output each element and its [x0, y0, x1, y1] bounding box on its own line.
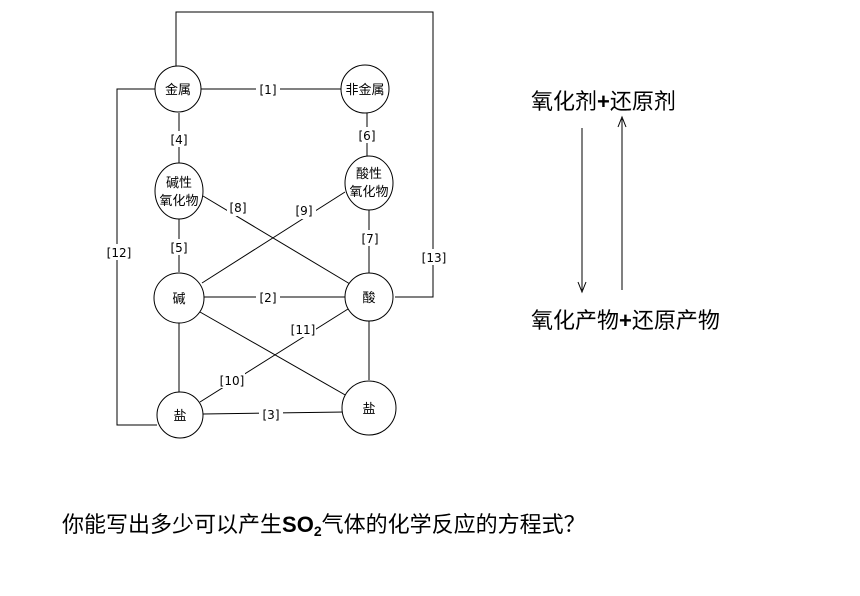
- edge-label-3: [3]: [263, 408, 280, 422]
- edge-label-7: [7]: [362, 232, 379, 246]
- node-acid: 酸: [344, 272, 394, 322]
- node-salt-left-label: 盐: [173, 409, 186, 424]
- node-basic-oxide: 碱性 氧化物: [154, 162, 204, 220]
- plus-sign: +: [619, 308, 632, 333]
- node-acidic-oxide: 酸性 氧化物: [344, 155, 394, 211]
- edge-label-4: [4]: [171, 133, 188, 147]
- oxidant-label: 氧化剂: [531, 90, 598, 115]
- node-basic-oxide-label-line2: 氧化物: [159, 194, 198, 209]
- node-base: 碱: [153, 272, 205, 324]
- edge-label-5: [5]: [171, 241, 188, 255]
- node-salt-left: 盐: [156, 391, 204, 439]
- node-basic-oxide-label-line1: 碱性: [166, 176, 192, 191]
- edge-9-line: [201, 191, 346, 284]
- edge-10-11-line: [199, 308, 349, 403]
- node-acidic-oxide-label-line1: 酸性: [356, 167, 382, 182]
- reduction-product-label: 还原产物: [631, 309, 720, 334]
- edge-13-line: [175, 11, 434, 298]
- reductant-label: 还原剂: [609, 90, 676, 115]
- node-acid-label: 酸: [362, 291, 375, 306]
- node-nonmetal-label: 非金属: [345, 82, 384, 98]
- node-salt-right-label: 盐: [362, 402, 375, 417]
- plus-sign: +: [597, 89, 610, 114]
- redox-products: 氧化产物+还原产物: [531, 303, 720, 335]
- edge-8-line: [202, 195, 351, 285]
- node-metal: 金属: [154, 65, 202, 113]
- question-after: 气体的化学反应的方程式？: [321, 513, 586, 538]
- formula-main: SO: [282, 512, 314, 537]
- arrow-up-icon: [617, 115, 627, 128]
- edge-label-13: [13]: [422, 251, 447, 265]
- edge-label-1: [1]: [260, 83, 277, 97]
- edge-label-10: [10]: [220, 374, 245, 388]
- edge-base-salt-line: [199, 311, 355, 401]
- node-metal-label: 金属: [165, 82, 191, 98]
- node-acidic-oxide-label-line2: 氧化物: [349, 185, 388, 200]
- node-nonmetal: 非金属: [340, 64, 390, 114]
- oxidation-product-label: 氧化产物: [531, 309, 620, 334]
- edge-label-12: [12]: [107, 246, 132, 260]
- arrow-down-icon: [577, 281, 587, 294]
- redox-arrows: [577, 115, 627, 294]
- edge-label-9: [9]: [296, 204, 313, 218]
- question-text: 你能写出多少可以产生SO2气体的化学反应的方程式？: [62, 507, 586, 539]
- edge-label-11: [11]: [291, 323, 316, 337]
- so2-formula: SO2: [282, 512, 322, 539]
- node-base-label: 碱: [172, 292, 185, 307]
- question-before: 你能写出多少可以产生: [62, 513, 283, 538]
- node-salt-right: 盐: [341, 380, 397, 436]
- edge-labels: [1] [4] [6] [8] [9] [5] [7] [12] [13] [2…: [106, 81, 447, 422]
- edge-label-8: [8]: [230, 201, 247, 215]
- formula-subscript: 2: [313, 523, 322, 539]
- edge-label-2: [2]: [260, 291, 277, 305]
- nodes: 金属 非金属 碱性 氧化物 酸性 氧化物 碱 酸 盐: [153, 64, 397, 439]
- edge-label-6: [6]: [359, 129, 376, 143]
- redox-reactants: 氧化剂+还原剂: [531, 84, 676, 116]
